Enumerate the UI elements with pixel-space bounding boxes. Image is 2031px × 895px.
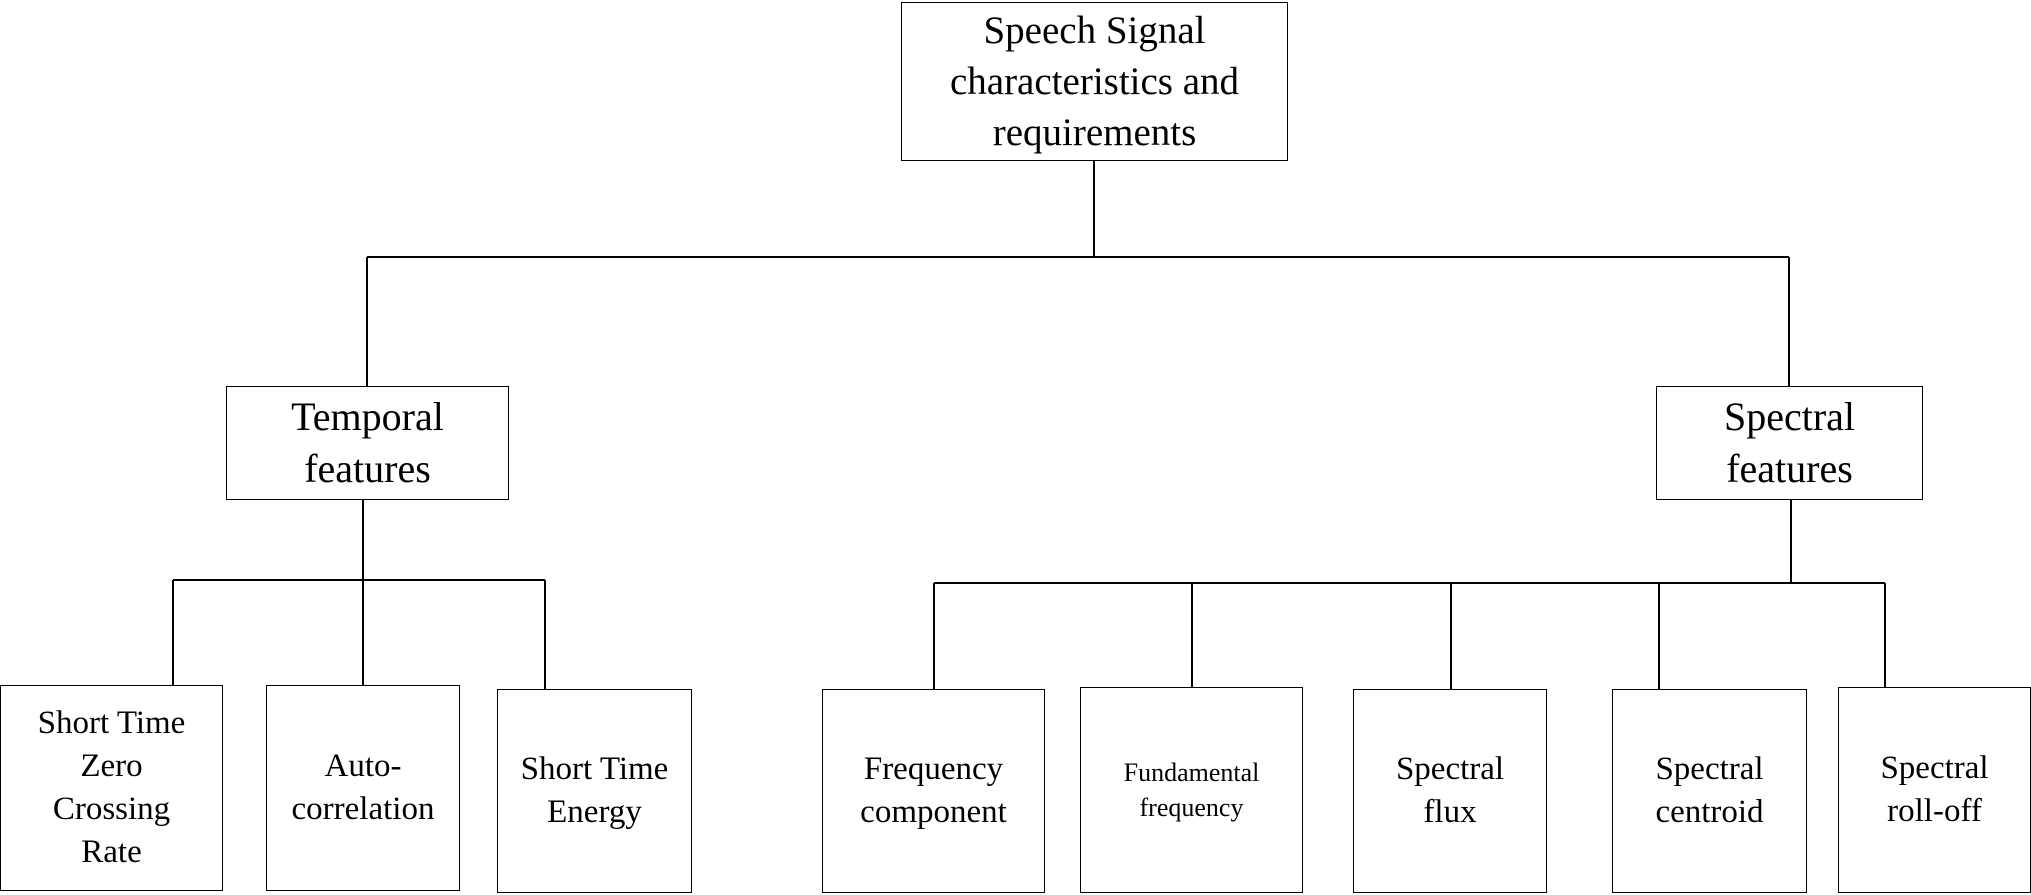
frequency-component-label: Frequency component — [860, 751, 1007, 830]
short-time-zcr-label: Short Time Zero Crossing Rate — [37, 705, 186, 870]
spectral-features-node: Spectral features — [1656, 386, 1923, 500]
short-time-energy-label: Short Time Energy — [520, 751, 669, 830]
spectral-rolloff-label: Spectral roll-off — [1880, 750, 1989, 829]
frequency-component-node: Frequency component — [822, 689, 1045, 893]
spectral-rolloff-node: Spectral roll-off — [1838, 687, 2031, 893]
fundamental-frequency-node: Fundamental frequency — [1080, 687, 1303, 893]
short-time-zcr-node: Short Time Zero Crossing Rate — [0, 685, 223, 891]
temporal-features-node: Temporal features — [226, 386, 509, 500]
autocorrelation-node: Auto- correlation — [266, 685, 460, 891]
root-node-label: Speech Signal characteristics and requir… — [949, 9, 1240, 154]
fundamental-frequency-label: Fundamental frequency — [1123, 758, 1260, 822]
spectral-flux-node: Spectral flux — [1353, 689, 1547, 893]
spectral-flux-label: Spectral flux — [1395, 751, 1505, 830]
spectral-centroid-node: Spectral centroid — [1612, 689, 1807, 893]
temporal-features-label: Temporal features — [291, 394, 444, 491]
spectral-features-label: Spectral features — [1723, 394, 1856, 491]
autocorrelation-label: Auto- correlation — [291, 748, 435, 827]
root-node: Speech Signal characteristics and requir… — [901, 2, 1288, 161]
spectral-centroid-label: Spectral centroid — [1655, 751, 1764, 830]
short-time-energy-node: Short Time Energy — [497, 689, 692, 893]
